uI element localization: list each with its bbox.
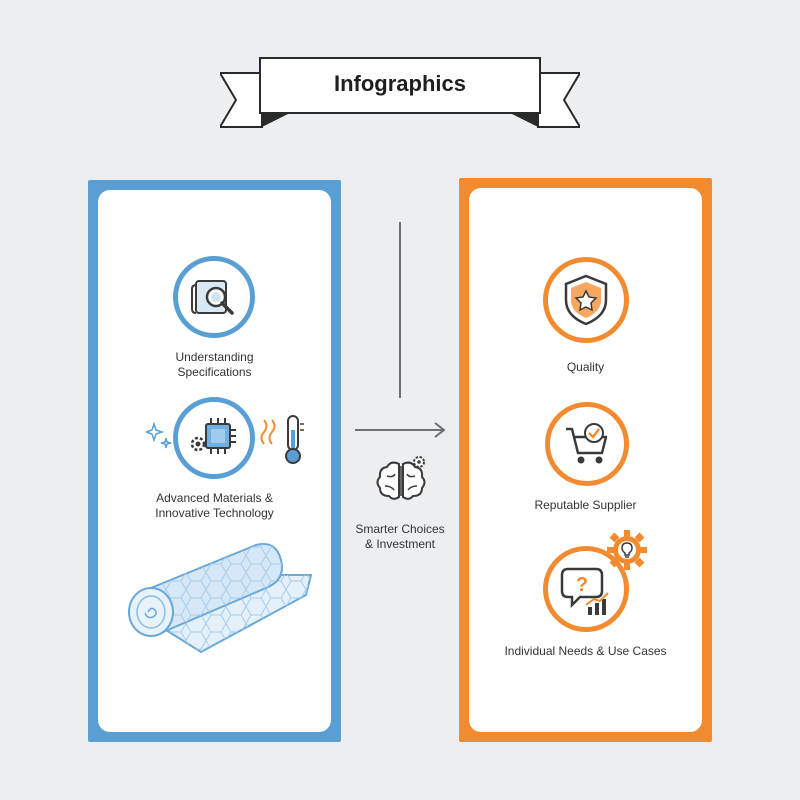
ribbon-shape — [220, 57, 580, 128]
right-panel-content: Quality Reputable Supplier ? — [469, 188, 702, 732]
thermometer-icon — [260, 415, 304, 464]
label-smarter-choices: Smarter Choices & Investment — [355, 522, 445, 551]
material-roll-icon — [128, 543, 313, 654]
sparkle-icon — [146, 422, 172, 449]
label-individual-needs: Individual Needs & Use Cases — [504, 644, 667, 658]
connector-line — [399, 222, 401, 398]
right-panel: Quality Reputable Supplier ? — [459, 178, 712, 742]
document-magnifier-icon — [173, 256, 255, 338]
gear-lightbulb-icon — [607, 530, 647, 570]
label-understanding-specifications: Understanding Specifications — [175, 350, 254, 379]
chip-gear-icon — [173, 397, 255, 479]
svg-text:?: ? — [576, 574, 588, 596]
cart-check-icon — [545, 402, 629, 486]
page-title: Infographics — [333, 71, 466, 96]
shield-star-icon — [543, 257, 629, 343]
left-panel: Understanding Specifications — [88, 180, 341, 742]
label-quality: Quality — [566, 360, 605, 374]
title-banner: Infographics — [220, 55, 580, 130]
arrow-right-icon — [355, 422, 446, 438]
brain-gear-icon — [376, 456, 426, 500]
left-panel-content: Understanding Specifications — [98, 190, 331, 732]
label-advanced-materials: Advanced Materials & Innovative Technolo… — [155, 491, 274, 520]
label-reputable-supplier: Reputable Supplier — [534, 498, 637, 512]
